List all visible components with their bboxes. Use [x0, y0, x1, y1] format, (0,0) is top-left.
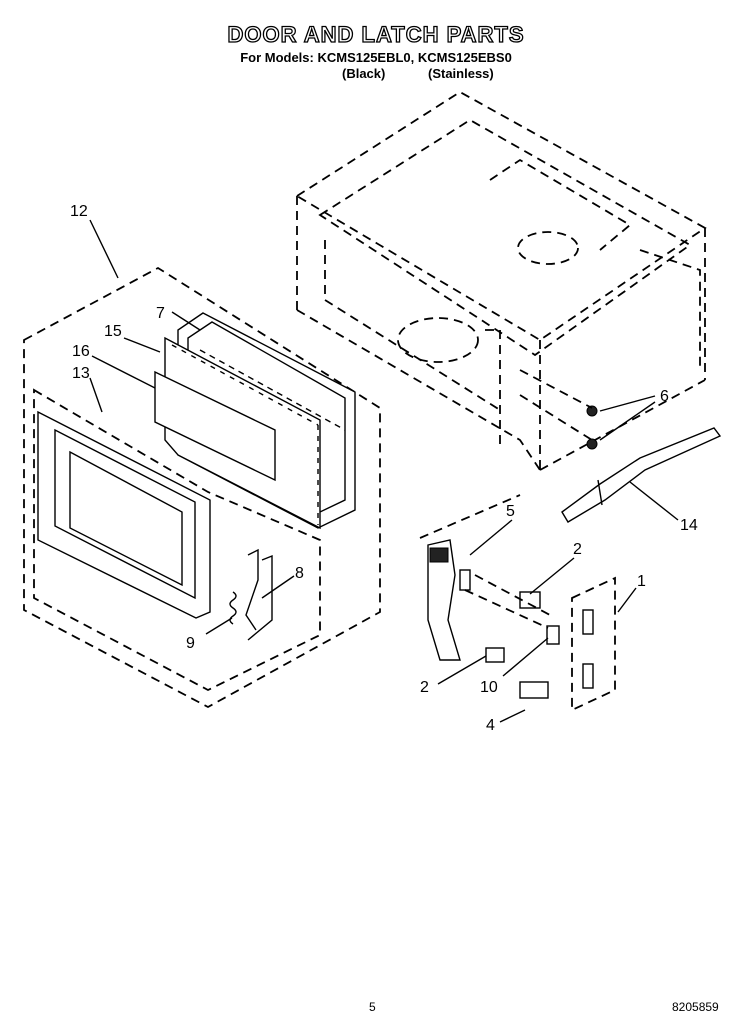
callout-12: 12 [70, 203, 88, 220]
latch-group-part [571, 576, 616, 712]
callout-1: 1 [637, 573, 646, 590]
callout-16: 16 [72, 343, 90, 360]
callout-10: 10 [480, 679, 498, 696]
callout-5: 5 [506, 503, 515, 520]
outer-door-part [37, 410, 211, 619]
finish-stainless-label: (Stainless) [428, 66, 494, 81]
document-number: 8205859 [672, 1000, 719, 1014]
callout-14: 14 [680, 517, 698, 534]
screw-parts [586, 405, 598, 450]
callout-2-lower: 2 [420, 679, 429, 696]
finish-black-label: (Black) [342, 66, 386, 81]
callout-8: 8 [295, 565, 304, 582]
callout-2-upper: 2 [573, 541, 582, 558]
leader-lines [89, 219, 679, 723]
page-number: 5 [369, 1000, 376, 1014]
microwave-cavity [295, 90, 707, 471]
switch-part-4 [519, 681, 549, 699]
callout-4: 4 [486, 717, 495, 734]
door-frame-group-outline [33, 388, 321, 692]
callout-15: 15 [104, 323, 122, 340]
callout-13: 13 [72, 365, 90, 382]
model-numbers: For Models: KCMS125EBL0, KCMS125EBS0 [240, 50, 512, 65]
callout-6: 6 [660, 388, 669, 405]
door-assembly-outline [23, 266, 381, 709]
switch-part-lower [485, 647, 505, 663]
door-shield-panel [154, 370, 276, 482]
reference-lines [419, 369, 593, 629]
latch-hook-part [245, 548, 273, 641]
latch-bar-part [561, 427, 722, 523]
callout-9: 9 [186, 635, 195, 652]
page-title: DOOR AND LATCH PARTS [227, 21, 525, 47]
interlock-bracket-part [427, 539, 471, 661]
switch-part-10 [546, 625, 560, 645]
callout-7: 7 [156, 305, 165, 322]
switch-part-upper [519, 591, 541, 609]
